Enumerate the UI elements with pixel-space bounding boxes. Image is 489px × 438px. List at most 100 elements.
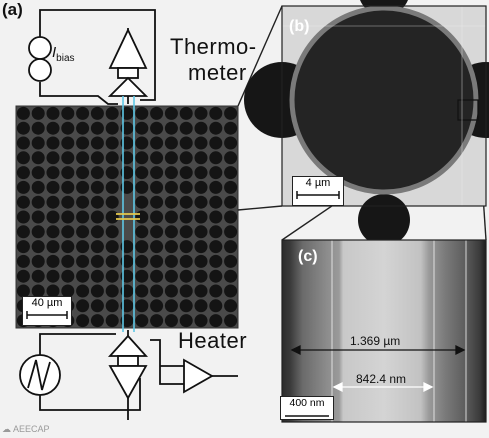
lattice-hole — [224, 121, 238, 135]
lattice-hole — [224, 180, 238, 194]
lattice-hole — [135, 180, 149, 194]
lattice-hole — [46, 166, 60, 180]
lattice-hole — [105, 106, 119, 120]
lattice-hole — [46, 121, 60, 135]
lattice-hole — [179, 225, 193, 239]
scalebar-a-text: 40 µm — [31, 297, 63, 309]
lattice-hole — [46, 106, 60, 120]
lattice-hole — [61, 166, 75, 180]
heater-line — [116, 213, 140, 220]
lattice-hole — [61, 106, 75, 120]
lattice-hole — [16, 225, 30, 239]
lattice-hole — [194, 284, 208, 298]
lattice-hole — [150, 166, 164, 180]
lattice-hole — [164, 240, 178, 254]
lattice-hole — [150, 151, 164, 165]
lattice-hole — [31, 180, 45, 194]
lattice-hole — [209, 151, 223, 165]
lattice-hole — [76, 106, 90, 120]
lattice-hole — [46, 210, 60, 224]
lattice-hole — [105, 180, 119, 194]
lattice-hole — [46, 284, 60, 298]
lattice-hole — [61, 121, 75, 135]
lattice-hole — [179, 254, 193, 268]
lattice-hole — [16, 166, 30, 180]
lattice-hole — [150, 195, 164, 209]
lattice-hole — [194, 136, 208, 150]
lattice-hole — [90, 210, 104, 224]
lattice-hole — [194, 299, 208, 313]
lattice-hole — [179, 314, 193, 328]
lattice-hole — [31, 225, 45, 239]
lattice-hole — [76, 210, 90, 224]
lattice-hole — [76, 151, 90, 165]
lattice-hole — [209, 180, 223, 194]
lattice-hole — [150, 180, 164, 194]
panel-a-label: (a) — [2, 0, 23, 19]
lattice-hole — [31, 166, 45, 180]
lattice-hole — [135, 299, 149, 313]
lattice-hole — [164, 314, 178, 328]
lattice-hole — [164, 269, 178, 283]
thermometer-label-line1: Thermo- — [170, 34, 257, 59]
lattice-hole — [61, 136, 75, 150]
ac-source-icon — [19, 354, 61, 396]
lattice-hole — [179, 299, 193, 313]
lattice-hole — [16, 254, 30, 268]
lattice-hole — [61, 151, 75, 165]
lattice-hole — [209, 166, 223, 180]
lattice-hole — [164, 299, 178, 313]
lattice-hole — [105, 210, 119, 224]
lattice-hole — [31, 269, 45, 283]
lattice-hole — [105, 151, 119, 165]
lattice-hole — [135, 166, 149, 180]
lattice-hole — [209, 121, 223, 135]
lattice-hole — [209, 225, 223, 239]
lattice-hole — [194, 151, 208, 165]
lattice-hole — [90, 121, 104, 135]
lattice-hole — [61, 180, 75, 194]
lattice-hole — [46, 151, 60, 165]
lattice-hole — [90, 240, 104, 254]
lattice-hole — [31, 195, 45, 209]
lattice-hole — [224, 106, 238, 120]
lattice-hole — [105, 240, 119, 254]
lattice-hole — [61, 195, 75, 209]
lattice-hole — [76, 240, 90, 254]
lattice-hole — [76, 121, 90, 135]
lattice-hole — [179, 151, 193, 165]
lattice-hole — [135, 151, 149, 165]
lattice-hole — [135, 269, 149, 283]
lattice-hole — [209, 106, 223, 120]
scalebar-b: 4 µm — [292, 176, 344, 206]
lattice-hole — [135, 195, 149, 209]
lattice-hole — [224, 299, 238, 313]
lattice-hole — [209, 299, 223, 313]
lattice-hole — [209, 136, 223, 150]
lattice-hole — [224, 166, 238, 180]
lattice-hole — [209, 269, 223, 283]
lattice-hole — [194, 166, 208, 180]
lattice-hole — [194, 314, 208, 328]
lattice-hole — [105, 225, 119, 239]
lattice-hole — [76, 136, 90, 150]
lattice-holes — [16, 106, 238, 328]
lattice-hole — [179, 106, 193, 120]
lattice-hole — [209, 210, 223, 224]
lattice-hole — [194, 106, 208, 120]
panel-c-sem — [282, 240, 486, 422]
measurement-outer-width: 1.369 µm — [350, 334, 401, 348]
heater-label: Heater — [178, 328, 248, 353]
lattice-hole — [31, 254, 45, 268]
lattice-hole — [105, 136, 119, 150]
lattice-hole — [179, 166, 193, 180]
lattice-hole — [16, 136, 30, 150]
lattice-hole — [150, 284, 164, 298]
lattice-hole — [179, 210, 193, 224]
lattice-hole — [90, 254, 104, 268]
lattice-hole — [150, 136, 164, 150]
lattice-hole — [164, 106, 178, 120]
lattice-hole — [164, 225, 178, 239]
lattice-hole — [150, 240, 164, 254]
lattice-hole — [164, 180, 178, 194]
